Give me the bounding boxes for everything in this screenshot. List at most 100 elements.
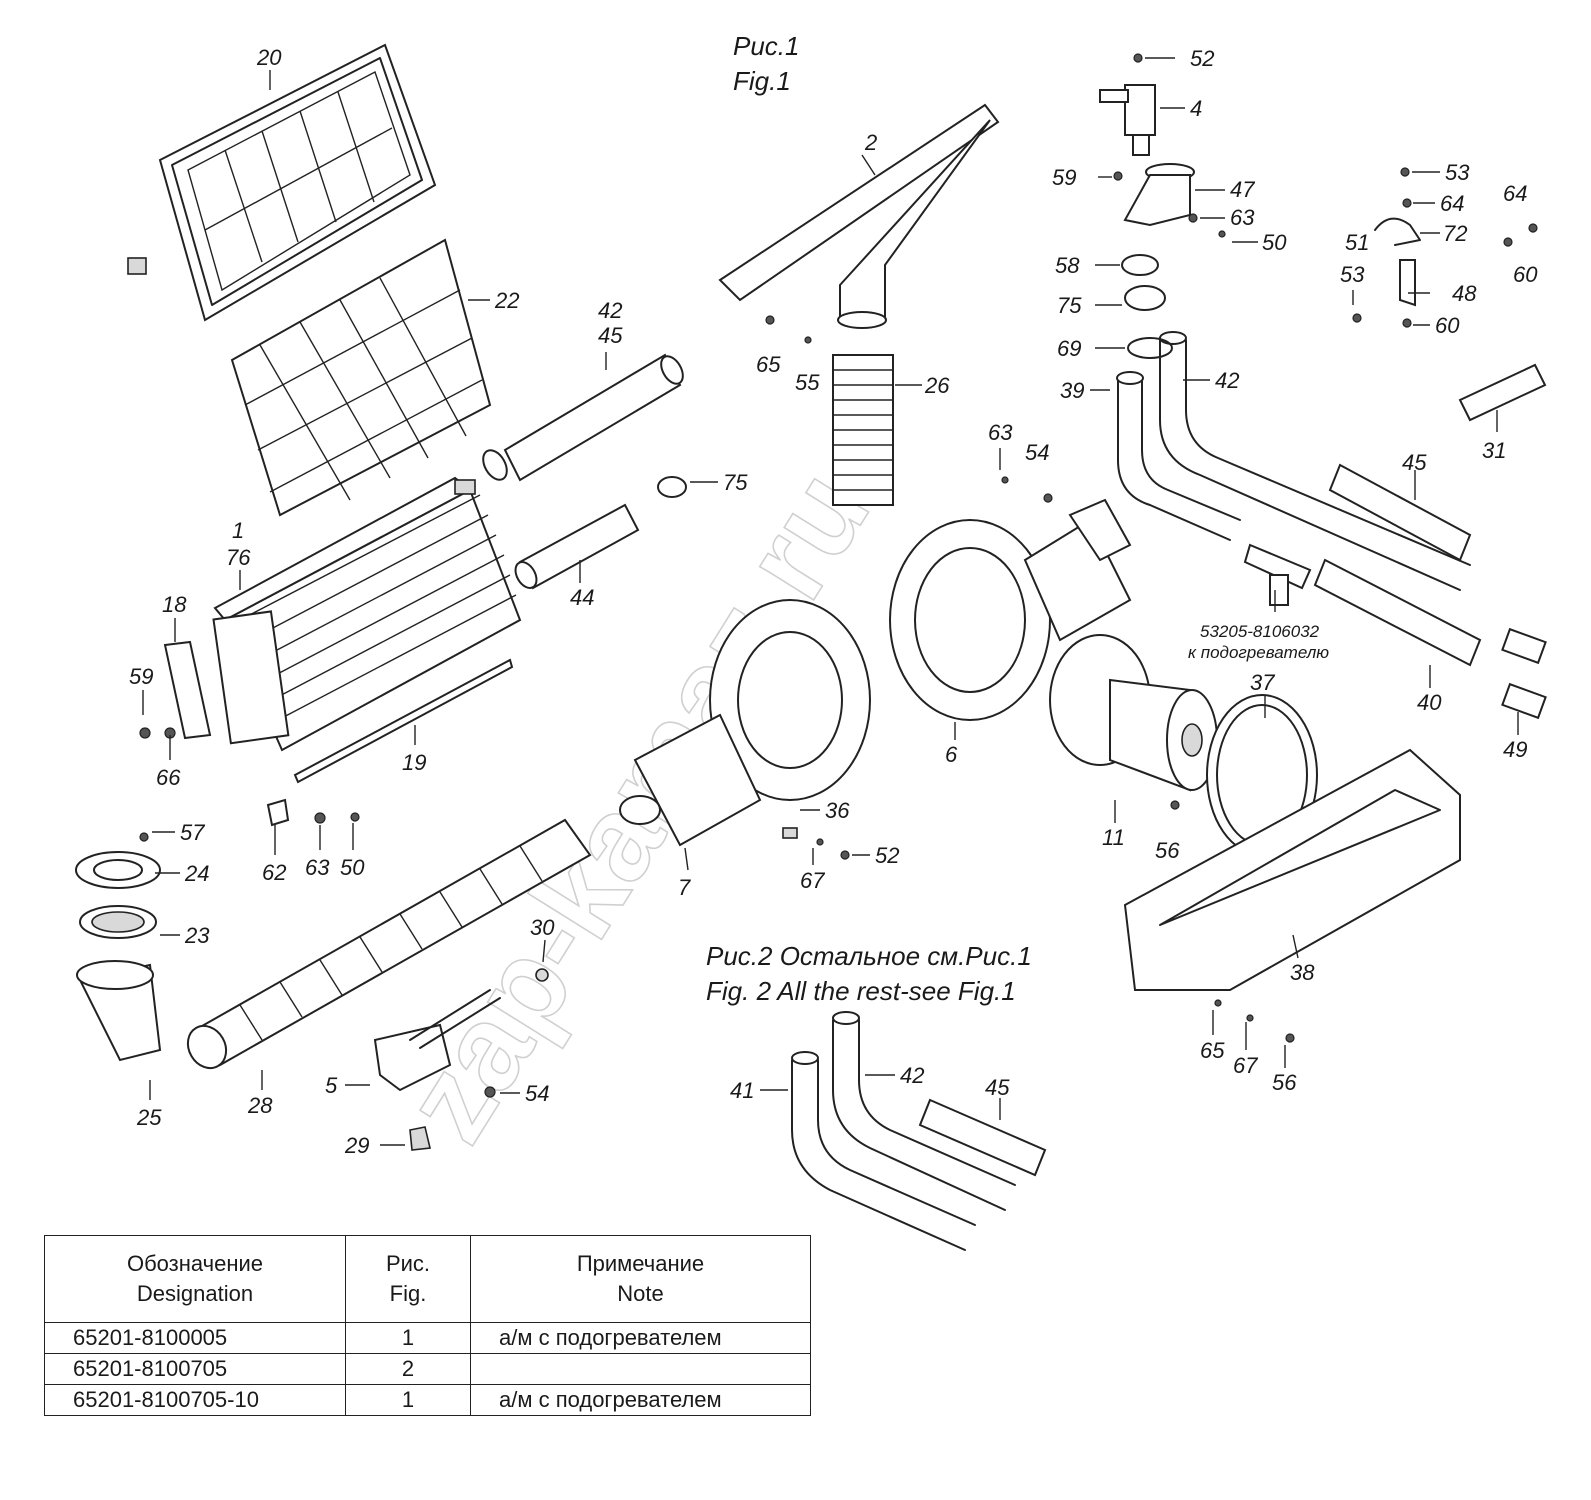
callout: 23 xyxy=(184,923,210,948)
part-30-nut xyxy=(535,968,549,982)
callout: 63 xyxy=(305,855,330,880)
callout: 52 xyxy=(1190,46,1214,71)
callout: 51 xyxy=(1345,230,1369,255)
callout: 49 xyxy=(1503,737,1527,762)
callout: 19 xyxy=(402,750,426,775)
cell-note xyxy=(470,1353,811,1385)
part-58-nut xyxy=(1121,254,1159,276)
callout: 62 xyxy=(262,860,286,885)
callout: 40 xyxy=(1417,690,1442,715)
callout: 42 xyxy=(598,298,622,323)
heater-note-text: к подогревателю xyxy=(1188,643,1329,662)
cell-fig: 1 xyxy=(345,1384,471,1416)
part-44-hose xyxy=(514,503,640,590)
part-41-42-45-fig2-pipes xyxy=(791,1011,1047,1251)
table-row: 65201-8100705 2 xyxy=(44,1353,811,1385)
header-note-ru: Примечание xyxy=(576,1251,705,1276)
callout: 56 xyxy=(1272,1070,1297,1095)
callout: 18 xyxy=(162,592,187,617)
fig2-caption-en: Fig. 2 All the rest-see Fig.1 xyxy=(706,976,1016,1006)
header-fig: Рис. Fig. xyxy=(345,1235,471,1323)
fasteners xyxy=(139,53,1538,1098)
part-19-seal-strip xyxy=(293,658,514,784)
callout: 31 xyxy=(1482,438,1506,463)
part-18-gasket xyxy=(163,640,212,740)
part-5-control-lever xyxy=(373,989,501,1092)
table-row: 65201-8100005 1 а/м с подогревателем xyxy=(44,1322,811,1354)
callout: 36 xyxy=(825,798,850,823)
callout: 47 xyxy=(1230,177,1255,202)
part-21-clip xyxy=(127,257,147,275)
callout: 42 xyxy=(1215,368,1239,393)
callout: 39 xyxy=(1060,378,1084,403)
part-48-bracket xyxy=(1399,259,1416,307)
part-25-nozzle xyxy=(76,960,162,1062)
callout: 41 xyxy=(730,1078,754,1103)
callout: 59 xyxy=(1052,165,1076,190)
callout: 60 xyxy=(1513,262,1538,287)
callout: 66 xyxy=(156,765,181,790)
callout: 58 xyxy=(1055,253,1080,278)
header-designation: Обозначение Designation xyxy=(44,1235,346,1323)
heater-note-part-number: 53205-8106032 xyxy=(1200,622,1320,641)
callout: 69 xyxy=(1057,336,1081,361)
cell-fig: 1 xyxy=(345,1322,471,1354)
callout: 2 xyxy=(864,130,877,155)
part-29-knob xyxy=(409,1126,431,1151)
callout: 64 xyxy=(1503,181,1527,206)
part-20-filter-frame xyxy=(158,43,437,322)
callout-labels: 52 4 2 59 47 63 50 53 64 64 51 72 60 20 … xyxy=(129,45,1538,1158)
callout: 63 xyxy=(1230,205,1255,230)
part-49-fitting xyxy=(1501,627,1547,720)
callout: 29 xyxy=(344,1133,369,1158)
part-47-bracket xyxy=(1123,163,1195,227)
callout: 67 xyxy=(800,868,825,893)
part-31-hose xyxy=(1458,363,1547,422)
table-header-row: Обозначение Designation Рис. Fig. Примеч… xyxy=(44,1235,811,1323)
header-note-en: Note xyxy=(617,1281,664,1306)
header-designation-ru: Обозначение xyxy=(126,1251,264,1276)
cell-note: а/м с подогревателем xyxy=(470,1384,811,1416)
part-4-valve xyxy=(1099,84,1156,156)
part-26-corrugated-hose xyxy=(832,354,894,506)
callout: 45 xyxy=(598,323,623,348)
callout: 30 xyxy=(530,915,555,940)
cell-note: а/м с подогревателем xyxy=(470,1322,811,1354)
callout: 11 xyxy=(1102,825,1125,850)
callout: 64 xyxy=(1440,191,1464,216)
part-72-clamp xyxy=(1374,217,1421,246)
part-38-bracket xyxy=(1123,748,1461,991)
callout: 20 xyxy=(256,45,282,70)
part-22-filter-mesh xyxy=(230,238,492,517)
part-23-grille xyxy=(79,905,157,939)
header-designation-en: Designation xyxy=(136,1281,254,1306)
part-75-clamp xyxy=(1124,285,1166,311)
leader-lines xyxy=(142,57,1519,1146)
table-row: 65201-8100705-10 1 а/м с подогревателем xyxy=(44,1384,811,1416)
designation-table: Обозначение Designation Рис. Fig. Примеч… xyxy=(44,1235,811,1416)
callout: 76 xyxy=(226,545,251,570)
callout: 24 xyxy=(184,861,209,886)
callout: 44 xyxy=(570,585,594,610)
callout: 50 xyxy=(1262,230,1287,255)
callout: 22 xyxy=(494,288,519,313)
callout: 59 xyxy=(129,664,153,689)
part-7-fan-housing xyxy=(619,599,871,847)
cell-designation: 65201-8100705 xyxy=(44,1353,346,1385)
part-6-fan-housing xyxy=(889,498,1132,721)
part-24-flange xyxy=(75,851,161,889)
fig1-caption-ru: Рис.1 xyxy=(733,31,800,61)
callout: 42 xyxy=(900,1063,924,1088)
callout: 75 xyxy=(723,470,748,495)
callout: 25 xyxy=(136,1105,162,1130)
part-42-45-pipe xyxy=(482,353,684,482)
callout: 28 xyxy=(247,1093,273,1118)
cell-designation: 65201-8100705-10 xyxy=(44,1384,346,1416)
part-75-clamp-left xyxy=(657,476,687,498)
callout: 52 xyxy=(875,843,899,868)
cell-fig: 2 xyxy=(345,1353,471,1385)
header-fig-ru: Рис. xyxy=(385,1251,431,1276)
part-2-air-duct xyxy=(718,103,1000,329)
callout: 63 xyxy=(988,420,1013,445)
